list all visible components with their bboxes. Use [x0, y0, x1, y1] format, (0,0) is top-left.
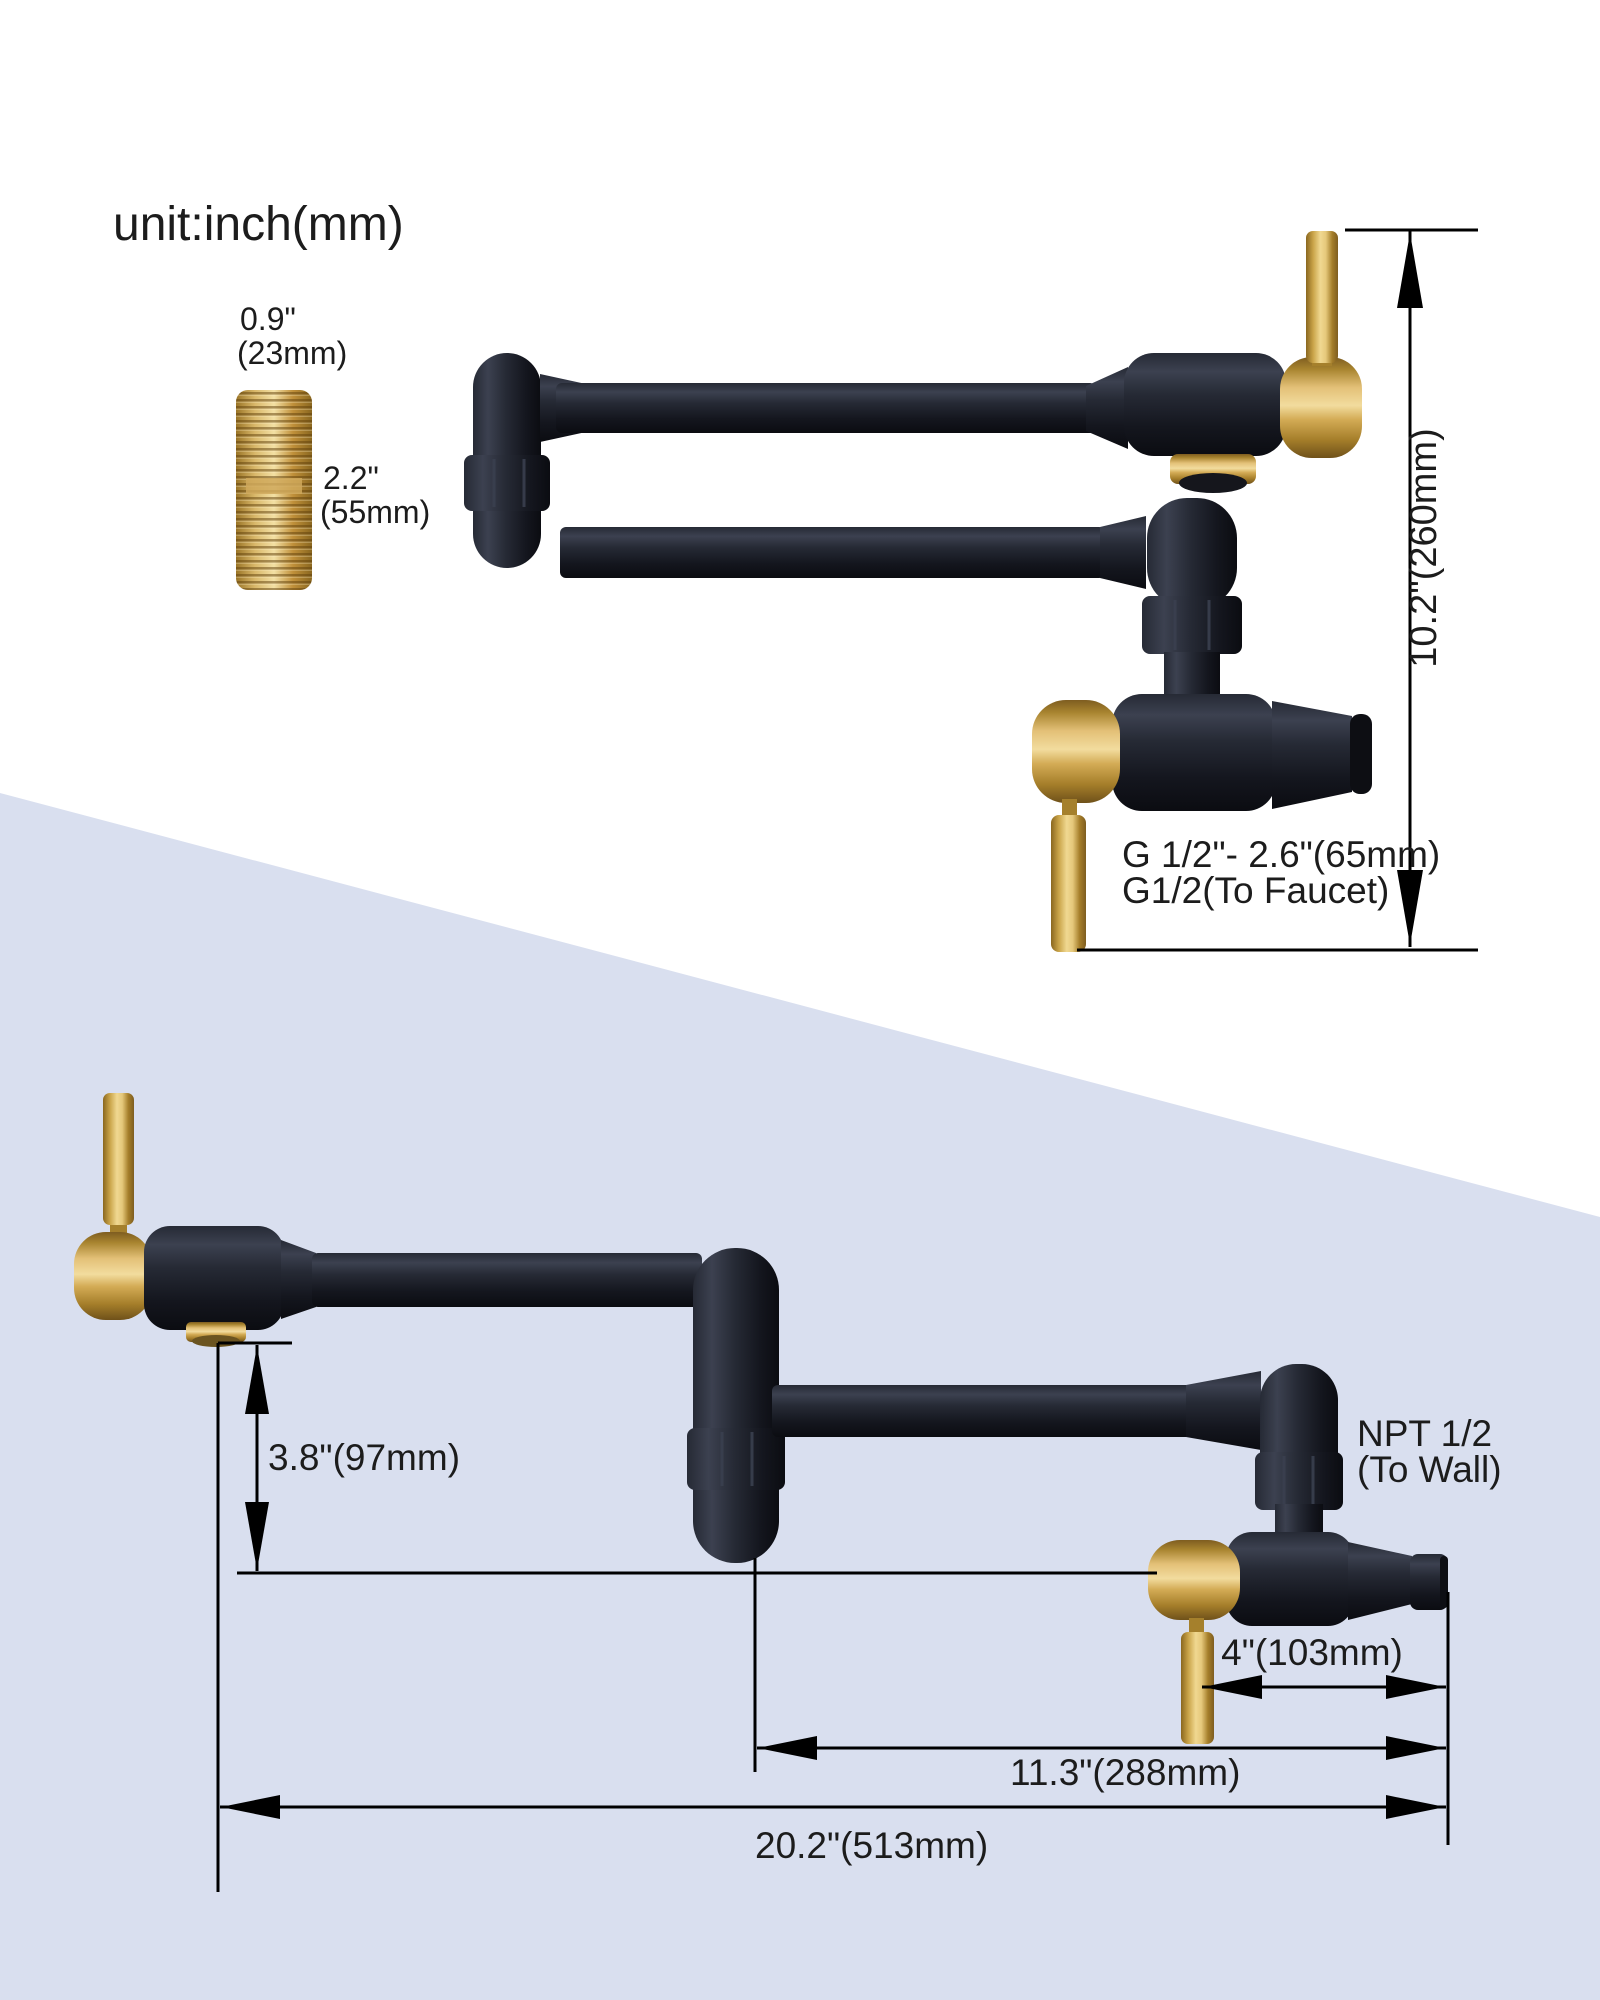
top-view-faucet	[464, 231, 1372, 952]
inlet-gold-collar	[1032, 700, 1120, 803]
threaded-nipple-illustration	[236, 390, 312, 590]
arrowhead-down	[1397, 870, 1423, 945]
spout-gold-collar	[1280, 357, 1362, 458]
inlet-valve-body	[1112, 694, 1276, 811]
spout-cone	[1086, 367, 1128, 449]
spout-drop-label: 3.8"(97mm)	[268, 1437, 460, 1478]
first-arm-pipe	[312, 1253, 702, 1307]
arrowhead-left	[1203, 1675, 1262, 1699]
wall-outlet-cap	[1440, 1556, 1448, 1608]
lower-arm-flare	[1100, 516, 1146, 589]
spout-valve-body	[1124, 353, 1286, 456]
wall-valve-body	[1226, 1532, 1354, 1626]
tee-hex-nut	[1142, 596, 1242, 654]
spout-gold-collar	[74, 1232, 152, 1320]
nipple-band	[246, 478, 302, 494]
arrowhead-down	[245, 1502, 269, 1570]
fold-joint-cylinder	[693, 1248, 779, 1563]
spout-gold-lever	[1306, 231, 1338, 363]
arrowhead-up	[1397, 233, 1423, 308]
side-view-faucet	[74, 1093, 1448, 1744]
tee-hex-nut	[1255, 1452, 1343, 1510]
wall-gold-collar	[1148, 1540, 1240, 1620]
upper-arm-pipe	[556, 383, 1096, 433]
fold-joint-hex-nut	[464, 455, 550, 511]
wall-gold-lever	[1181, 1632, 1214, 1744]
arrowhead-right	[1386, 1675, 1445, 1699]
nipple-length-label-line2: (55mm)	[320, 494, 430, 530]
handle-clearance-label: 4"(103mm)	[1221, 1632, 1403, 1673]
second-arm-pipe	[772, 1385, 1192, 1437]
wall-note-line2: (To Wall)	[1357, 1449, 1502, 1490]
arrowhead-right	[1386, 1795, 1445, 1819]
aerator-face	[192, 1335, 240, 1347]
wall-lever-stem	[1189, 1618, 1204, 1636]
inlet-lever-stem	[1062, 799, 1077, 819]
wall-outlet-pipe	[1410, 1554, 1448, 1610]
wall-outlet-cone	[1348, 1542, 1412, 1620]
inlet-note-line1: G 1/2"- 2.6"(65mm)	[1122, 834, 1440, 875]
wall-note-line1: NPT 1/2	[1357, 1413, 1492, 1454]
nipple-length-label-line1: 2.2"	[323, 460, 379, 496]
arrowhead-up	[245, 1346, 269, 1414]
spout-cone	[281, 1240, 316, 1319]
hex-facets	[720, 1432, 754, 1486]
arrowhead-left	[221, 1795, 280, 1819]
nipple-diameter-label-line1: 0.9"	[240, 301, 296, 337]
inlet-outlet-cap	[1350, 714, 1372, 794]
unit-label: unit:inch(mm)	[113, 198, 404, 251]
second-arm-label: 11.3"(288mm)	[1010, 1752, 1240, 1793]
hex-facets	[1173, 600, 1211, 650]
tee-connector	[1164, 652, 1220, 698]
nipple-diameter-label-line2: (23mm)	[237, 335, 347, 371]
arrowhead-left	[758, 1736, 817, 1760]
top-view-dimensions: 10.2"(260mm) G 1/2"- 2.6"(65mm) G1/2(To …	[1077, 228, 1478, 952]
tee-joint-cylinder	[1147, 498, 1237, 608]
spout-valve-body	[144, 1226, 284, 1330]
lower-arm-pipe	[560, 527, 1105, 578]
side-view-dimensions: 3.8"(97mm) NPT 1/2 (To Wall) 4"(103mm) 1…	[216, 1341, 1502, 1892]
hex-facets	[492, 459, 526, 507]
inlet-gold-lever	[1051, 815, 1086, 952]
second-arm-flare	[1186, 1371, 1261, 1450]
total-reach-label: 20.2"(513mm)	[755, 1825, 988, 1866]
inlet-note-line2: G1/2(To Faucet)	[1122, 870, 1389, 911]
fold-joint-hex-nut	[687, 1428, 785, 1490]
arrowhead-right	[1386, 1736, 1445, 1760]
spout-gold-lever	[103, 1093, 134, 1225]
aerator-face	[1179, 473, 1247, 493]
height-dimension-label: 10.2"(260mm)	[1403, 428, 1445, 667]
hex-facets	[1282, 1456, 1315, 1506]
inlet-outlet-cone	[1272, 701, 1352, 809]
